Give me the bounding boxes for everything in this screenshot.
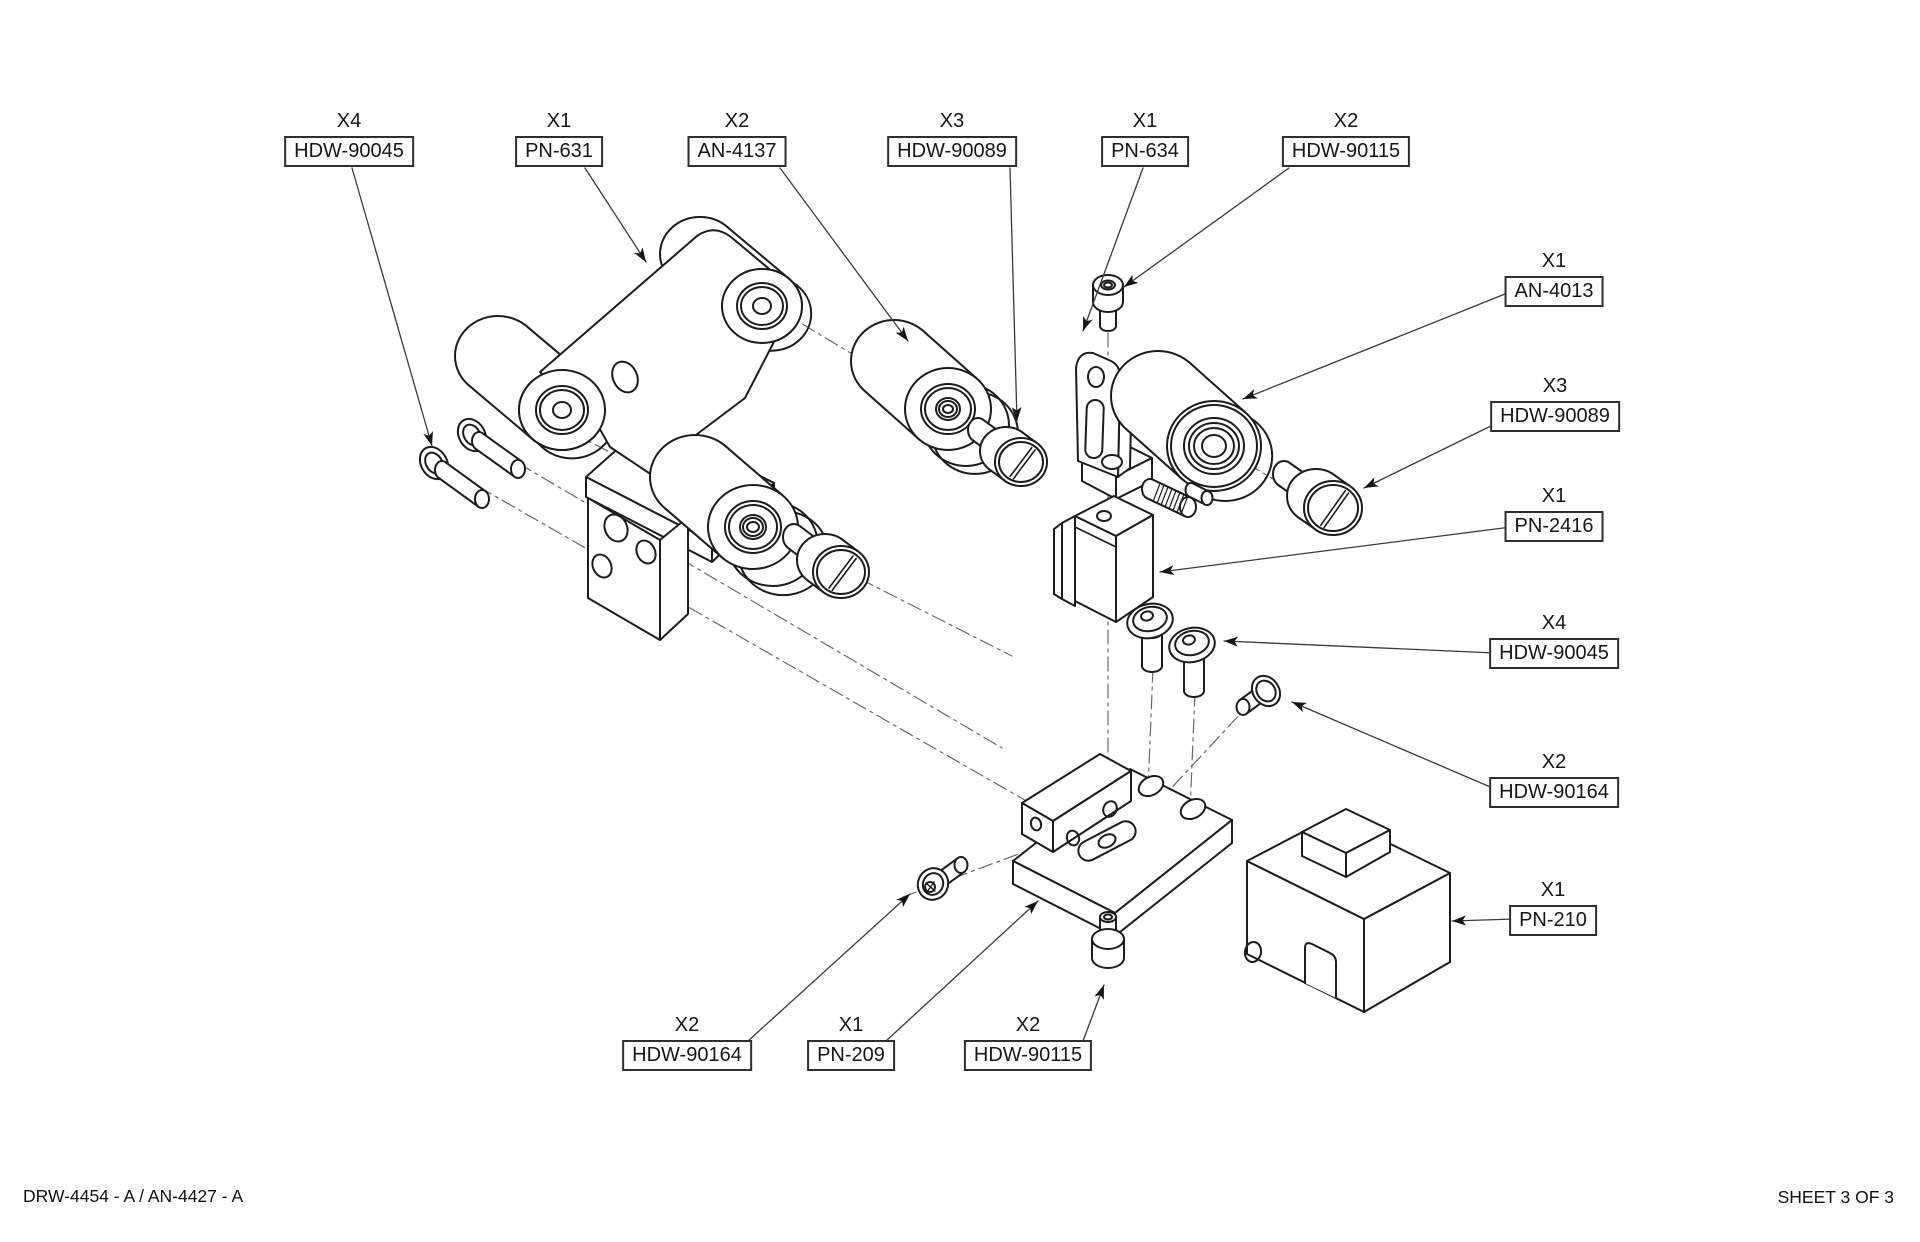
- callout-hdw-90115-top: X2 HDW-90115: [1281, 109, 1411, 167]
- callout-leader-lines: [351, 167, 1516, 1042]
- callout-part: PN-210: [1509, 905, 1597, 936]
- callout-qty: X1: [1540, 879, 1566, 901]
- part-pn-209-base-plate: [1012, 753, 1233, 937]
- callout-part: HDW-90115: [1281, 136, 1411, 167]
- part-hdw-90089-screw-left: [782, 523, 870, 599]
- callout-hdw-90045-right: X4 HDW-90045: [1489, 611, 1619, 669]
- sheet-number: SHEET 3 OF 3: [1777, 1187, 1894, 1207]
- part-hdw-90089-screw-middle: [967, 417, 1048, 487]
- part-hdw-90115-screw-top: [1092, 274, 1124, 332]
- callout-qty: X1: [1541, 250, 1567, 272]
- callout-qty: X4: [336, 110, 362, 132]
- callout-part: HDW-90045: [1489, 638, 1619, 669]
- callout-qty: X2: [1333, 110, 1359, 132]
- callout-part: AN-4137: [687, 136, 787, 167]
- part-hdw-90164-screw-right: [1235, 674, 1282, 716]
- callout-qty: X1: [1541, 485, 1567, 507]
- callout-qty: X1: [838, 1014, 864, 1036]
- callout-pn-2416: X1 PN-2416: [1504, 484, 1604, 542]
- callout-part: HDW-90115: [963, 1040, 1093, 1071]
- callout-qty: X4: [1541, 612, 1567, 634]
- callout-part: PN-634: [1101, 136, 1189, 167]
- callout-part: HDW-90045: [284, 136, 414, 167]
- callout-qty: X1: [546, 110, 572, 132]
- callout-qty: X3: [1542, 375, 1568, 397]
- callout-qty: X2: [1015, 1014, 1041, 1036]
- part-pn-210-cover: [1243, 808, 1451, 1013]
- callout-part: HDW-90089: [887, 136, 1017, 167]
- callout-part: HDW-90164: [1489, 777, 1619, 808]
- callout-hdw-90089-right: X3 HDW-90089: [1490, 374, 1620, 432]
- callout-part: PN-2416: [1504, 511, 1604, 542]
- callout-pn-631: X1 PN-631: [515, 109, 603, 167]
- callout-qty: X3: [939, 110, 965, 132]
- callout-part: AN-4013: [1504, 276, 1604, 307]
- callout-qty: X1: [1132, 110, 1158, 132]
- part-pn-631-roller-arm: [454, 216, 813, 474]
- drawing-number: DRW-4454 - A / AN-4427 - A: [23, 1186, 244, 1206]
- part-an-4137-roller-lower: [649, 434, 830, 597]
- part-hdw-90089-screw-right: [1272, 460, 1363, 536]
- callout-pn-209: X1 PN-209: [807, 1013, 895, 1071]
- part-pn-2416-clamp-block: [1053, 478, 1214, 623]
- callout-pn-210: X1 PN-210: [1509, 878, 1597, 936]
- callout-hdw-90115-bottom: X2 HDW-90115: [963, 1013, 1093, 1071]
- callout-part: PN-209: [807, 1040, 895, 1071]
- callout-an-4013: X1 AN-4013: [1504, 249, 1604, 307]
- callout-qty: X2: [1541, 751, 1567, 773]
- part-hdw-90164-screw-left: [916, 856, 969, 901]
- part-an-4013-roller: [1110, 350, 1274, 502]
- callout-pn-634: X1 PN-634: [1101, 109, 1189, 167]
- callout-qty: X2: [674, 1014, 700, 1036]
- callout-qty: X2: [724, 110, 750, 132]
- callout-hdw-90089-top: X3 HDW-90089: [887, 109, 1017, 167]
- part-hdw-90115-screw-bottom: [1091, 911, 1125, 969]
- callout-part: HDW-90164: [622, 1040, 752, 1071]
- part-hdw-90045-rivets: [418, 417, 526, 509]
- callout-part: PN-631: [515, 136, 603, 167]
- callout-hdw-90045-top-left: X4 HDW-90045: [284, 109, 414, 167]
- callout-part: HDW-90089: [1490, 401, 1620, 432]
- callout-an-4137: X2 AN-4137: [687, 109, 787, 167]
- callout-hdw-90164-right: X2 HDW-90164: [1489, 750, 1619, 808]
- part-hdw-90045-button-screws: [1126, 602, 1216, 698]
- callout-hdw-90164-bottom: X2 HDW-90164: [622, 1013, 752, 1071]
